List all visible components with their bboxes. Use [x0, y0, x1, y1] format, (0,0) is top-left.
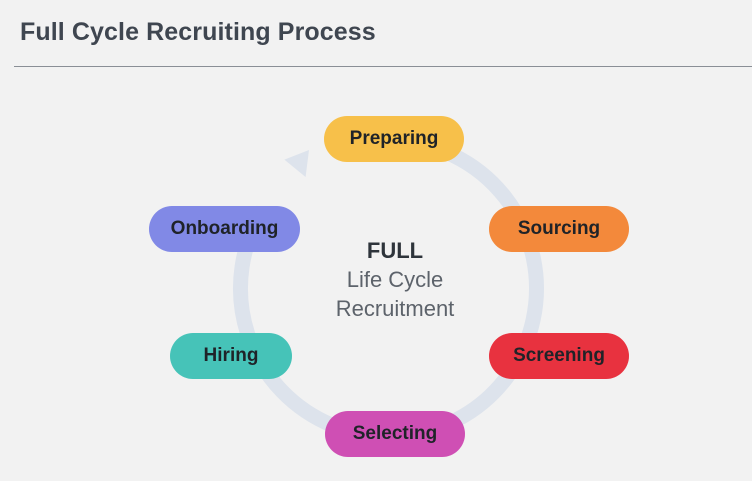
stage-selecting[interactable]: Selecting [325, 411, 465, 457]
stage-screening[interactable]: Screening [489, 333, 629, 379]
stage-preparing[interactable]: Preparing [324, 116, 464, 162]
stage-onboarding[interactable]: Onboarding [149, 206, 300, 252]
page-title: Full Cycle Recruiting Process [20, 18, 376, 46]
stage-sourcing[interactable]: Sourcing [489, 206, 629, 252]
center-label: FULL Life Cycle Recruitment [290, 236, 500, 323]
stage-sourcing-label: Sourcing [517, 218, 601, 239]
stage-hiring-label: Hiring [203, 345, 259, 366]
stage-preparing-label: Preparing [349, 128, 439, 149]
stage-hiring[interactable]: Hiring [170, 333, 292, 379]
cycle-arrow-icon [284, 150, 309, 177]
center-label-line2: Life Cycle [346, 267, 444, 292]
title-divider [14, 66, 752, 67]
stage-screening-label: Screening [513, 345, 605, 366]
stage-selecting-label: Selecting [352, 423, 438, 444]
center-label-line1: FULL [366, 238, 424, 263]
stage-onboarding-label: Onboarding [170, 218, 279, 239]
center-label-line3: Recruitment [335, 296, 455, 321]
